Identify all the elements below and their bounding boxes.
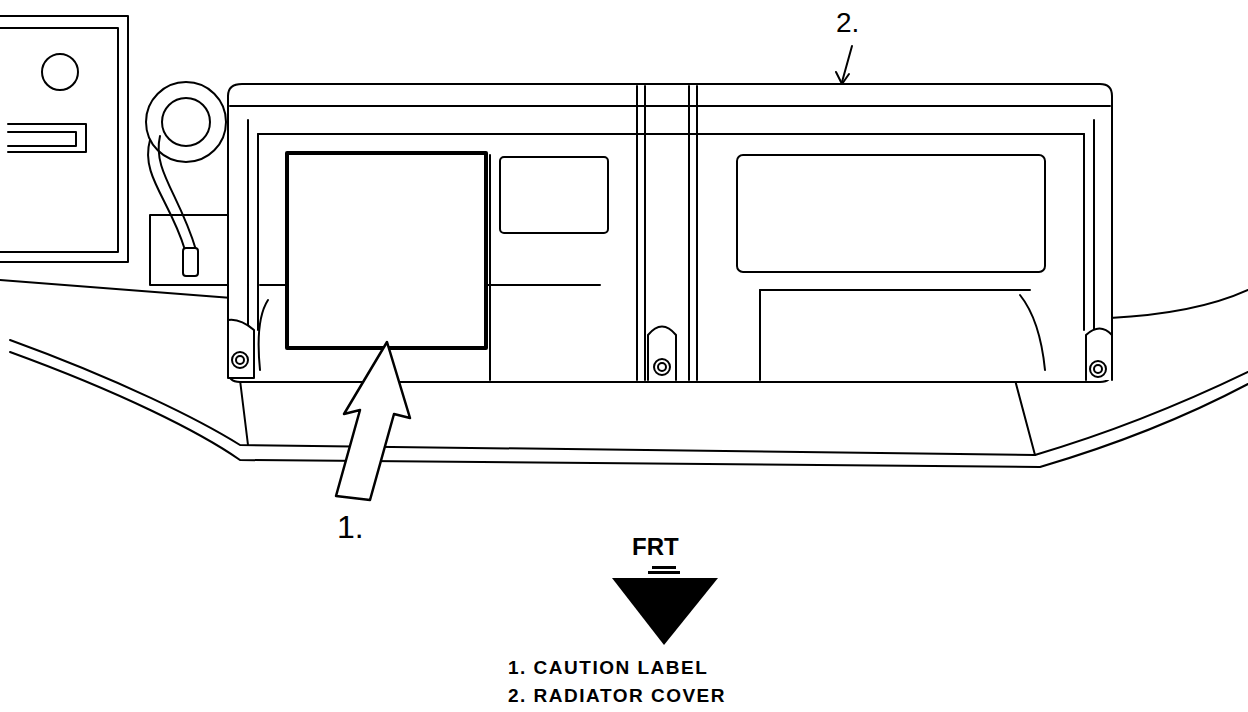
hose bbox=[148, 140, 185, 250]
panel-hole bbox=[42, 54, 78, 90]
body-line bbox=[0, 280, 232, 298]
left-panel bbox=[0, 16, 128, 262]
caution-label-plate bbox=[287, 153, 486, 348]
callout-number: 1. bbox=[337, 510, 364, 545]
strap bbox=[637, 86, 697, 380]
arrow-stripe bbox=[652, 566, 676, 569]
direction-label: FRT bbox=[632, 534, 679, 560]
cover-rib bbox=[230, 105, 1110, 107]
bracket bbox=[150, 215, 230, 285]
arrow-stripe bbox=[648, 571, 680, 574]
callout-arrow bbox=[336, 342, 410, 500]
panel-inner bbox=[0, 28, 118, 252]
bolt bbox=[1094, 365, 1102, 373]
panel-slot-inner bbox=[8, 132, 76, 146]
bolt-tab bbox=[1086, 329, 1112, 381]
body-line bbox=[1110, 290, 1248, 318]
cover-edge bbox=[248, 120, 1094, 360]
bolt bbox=[654, 359, 670, 375]
cover-edge bbox=[1020, 295, 1045, 370]
bolt bbox=[658, 363, 666, 371]
legend-entry: 1. CAUTION LABEL bbox=[508, 658, 708, 679]
cap-and-hose bbox=[146, 82, 230, 285]
bolt bbox=[232, 352, 248, 368]
front-arrow bbox=[612, 566, 718, 645]
bolt-tab bbox=[648, 327, 676, 381]
window bbox=[500, 157, 608, 233]
panel-outline bbox=[0, 16, 128, 262]
arrow-head bbox=[612, 578, 718, 645]
bolt bbox=[236, 356, 244, 364]
cover-edge bbox=[259, 300, 268, 370]
panel-slot bbox=[8, 124, 86, 152]
leader-head bbox=[836, 72, 849, 84]
cover-outline bbox=[228, 84, 1112, 382]
bolt bbox=[1090, 361, 1106, 377]
bolt-tab bbox=[228, 320, 254, 378]
hose-end bbox=[183, 248, 198, 276]
hose bbox=[159, 136, 196, 250]
radiator-cover bbox=[228, 84, 1112, 382]
callout-number: 2. bbox=[836, 8, 859, 39]
cover-rib bbox=[490, 155, 760, 380]
legend-entry: 2. RADIATOR COVER bbox=[508, 686, 726, 707]
window bbox=[737, 155, 1045, 272]
cap-inner bbox=[162, 98, 210, 146]
cover-rib bbox=[258, 133, 1084, 135]
